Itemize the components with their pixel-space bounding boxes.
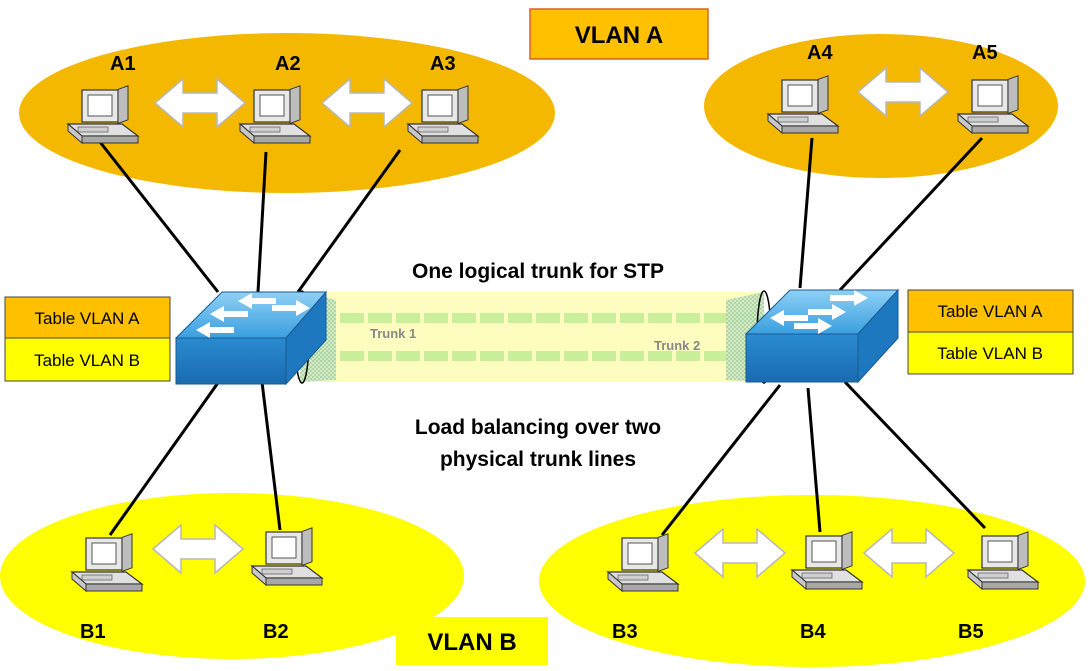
caption-load-balancing-line1: Load balancing over two [415,416,661,439]
computer-label-b4: B4 [800,621,826,643]
computer-label-b1: B1 [80,621,106,643]
switch-table-right: Table VLAN A Table VLAN B [907,289,1074,375]
left-table-vlan-b: Table VLAN B [34,351,140,370]
computer-label-a2: A2 [275,53,301,75]
trunk-2-label: Trunk 2 [654,338,700,353]
left-table-vlan-a: Table VLAN A [35,309,141,328]
switch-left [174,290,328,386]
right-table-vlan-b: Table VLAN B [937,344,1043,363]
computer-label-a4: A4 [807,42,833,64]
vlan-b-label: VLAN B [427,629,516,656]
link-b4 [806,387,822,533]
switch-table-left: Table VLAN A Table VLAN B [4,296,171,382]
link-b3 [660,384,782,536]
computer-labels: A1 A2 A3 A4 A5 B1 B2 B3 B4 B5 [80,42,998,643]
computer-label-b3: B3 [612,621,638,643]
link-a5 [838,136,984,292]
links [98,136,987,536]
computer-label-a5: A5 [972,42,998,64]
caption-logical-trunk: One logical trunk for STP [412,260,664,283]
link-a2 [256,151,268,293]
computer-label-a3: A3 [430,53,456,75]
link-a4 [798,137,814,289]
vlan-b-label-box: VLAN B [396,617,548,665]
trunk-1-label: Trunk 1 [370,326,416,341]
computer-label-b2: B2 [263,621,289,643]
link-b1 [108,379,222,536]
vlan-b-left-ellipse [0,493,464,659]
right-table-vlan-a: Table VLAN A [938,302,1044,321]
caption-load-balancing-line2: physical trunk lines [440,448,636,471]
trunk-bundle: Trunk 1 Trunk 2 [294,290,772,384]
vlan-a-label: VLAN A [575,22,663,49]
link-b2 [260,381,282,531]
vlan-a-label-box: VLAN A [529,8,709,60]
computer-label-b5: B5 [958,621,984,643]
switch-right [744,288,900,384]
link-b5 [843,380,987,530]
link-a3 [296,149,402,293]
computer-label-a1: A1 [110,53,136,75]
link-a1 [98,141,220,293]
